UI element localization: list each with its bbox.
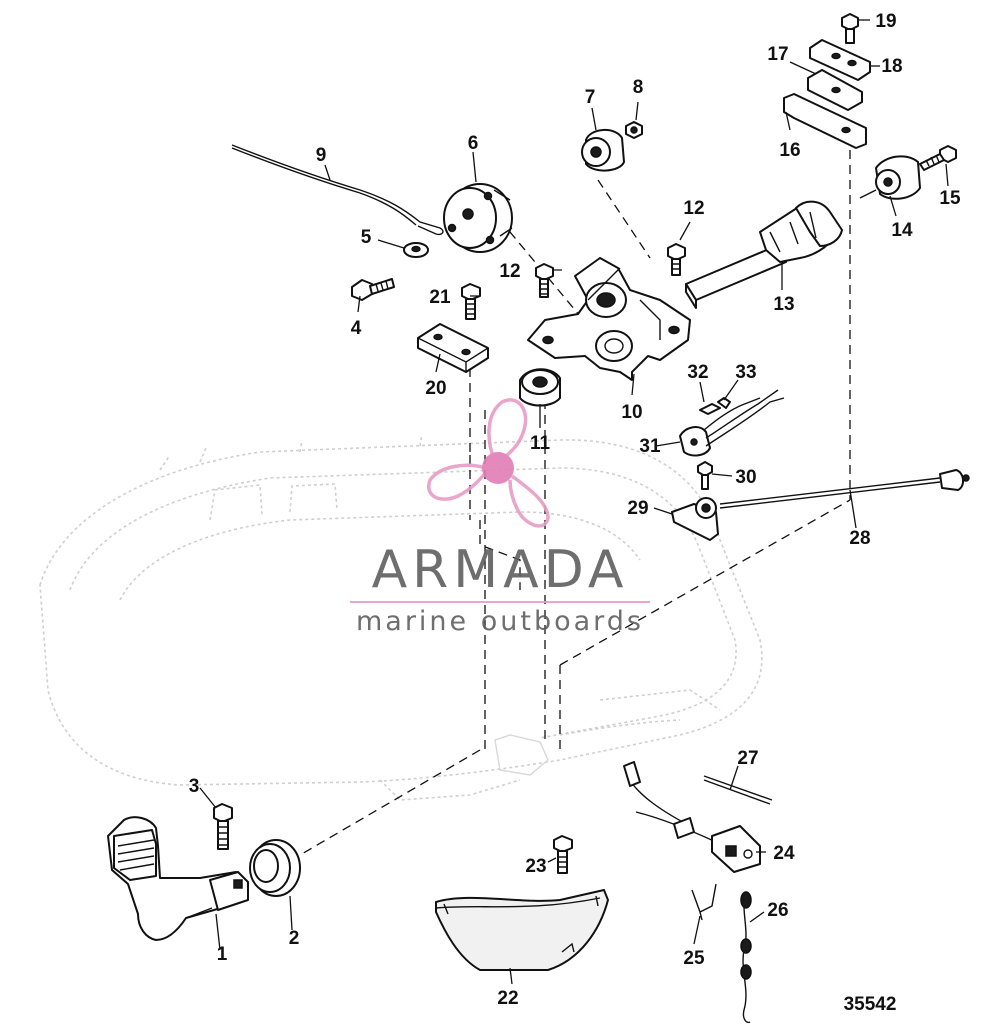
part-28-cable (719, 469, 970, 509)
callout-15: 15 (939, 188, 961, 209)
part-33-screw (717, 397, 731, 409)
diagram-reference-number: 35542 (844, 994, 897, 1015)
callout-9: 9 (316, 145, 327, 166)
callout-17: 17 (767, 44, 788, 65)
callout-2: 2 (289, 928, 300, 949)
part-24-switch (623, 761, 761, 873)
part-7-mount (581, 129, 625, 172)
callout-8: 8 (633, 77, 644, 98)
part-31-stop-switch (679, 389, 785, 457)
part-21-bolt (461, 283, 481, 320)
leader-lines (199, 19, 949, 985)
callouts: 1 2 3 4 5 6 7 8 9 10 11 12 12 13 14 15 1… (189, 11, 961, 1009)
part-22-cover (435, 889, 609, 971)
part-10-bracket (527, 257, 691, 381)
callout-12-right: 12 (683, 198, 704, 219)
callout-25: 25 (683, 948, 705, 969)
callout-20: 20 (425, 378, 446, 399)
callout-7: 7 (585, 87, 596, 108)
callout-32: 32 (687, 362, 708, 383)
part-29-bracket (671, 497, 719, 541)
part-3-bolt (213, 803, 233, 850)
part-30-screw (697, 461, 713, 490)
callout-24: 24 (773, 843, 795, 864)
part-6-pulley (443, 183, 513, 253)
callout-6: 6 (468, 133, 479, 154)
callout-4: 4 (351, 318, 362, 339)
callout-22: 22 (497, 988, 518, 1009)
part-2-grommet (249, 839, 301, 897)
callout-5: 5 (361, 227, 372, 248)
ghost-cowl-outline (39, 433, 763, 801)
callout-16: 16 (779, 140, 800, 161)
part-13-tiller-tube (685, 200, 843, 309)
part-8-nut (625, 121, 643, 139)
part-5-washer (403, 242, 429, 258)
callout-21: 21 (429, 287, 451, 308)
part-26-lanyard (740, 891, 752, 1024)
part-1-handle (107, 816, 249, 941)
part-17-plate (807, 69, 863, 111)
callout-28: 28 (849, 528, 870, 549)
callout-1: 1 (217, 944, 228, 965)
part-12-bolt-left (535, 263, 554, 298)
callout-30: 30 (735, 467, 756, 488)
part-14-twist-grip (859, 155, 921, 200)
callout-26: 26 (767, 900, 788, 921)
watermark-brand: ARMADA (372, 540, 629, 600)
part-11-bushing (519, 368, 561, 407)
part-9-link-rod (231, 144, 444, 236)
part-27-cable-tie (703, 775, 773, 805)
part-12-bolt-right (667, 243, 686, 276)
part-25-clip (691, 883, 717, 921)
part-32-clip (699, 403, 721, 415)
part-18-plate (809, 39, 871, 81)
callout-10: 10 (621, 402, 642, 423)
propeller-logo-icon (427, 398, 550, 528)
callout-14: 14 (891, 220, 913, 241)
callout-11: 11 (530, 433, 551, 454)
watermark-tagline: marine outboards (356, 606, 644, 637)
callout-12-left: 12 (499, 261, 520, 282)
callout-13: 13 (773, 294, 794, 315)
callout-33: 33 (735, 362, 756, 383)
callout-3: 3 (189, 776, 200, 797)
part-15-screw (919, 145, 957, 171)
assembly-dash-lines (299, 150, 851, 856)
callout-31: 31 (639, 436, 661, 457)
part-20-plate (417, 323, 489, 373)
callout-27: 27 (737, 748, 758, 769)
watermark-logo: ARMADA marine outboards (350, 398, 650, 637)
part-19-screw (841, 13, 859, 44)
callout-29: 29 (627, 498, 648, 519)
callout-19: 19 (875, 11, 896, 32)
callout-18: 18 (881, 56, 902, 77)
part-4-screw (351, 278, 395, 301)
part-23-bolt (553, 835, 573, 874)
callout-23: 23 (525, 856, 546, 877)
